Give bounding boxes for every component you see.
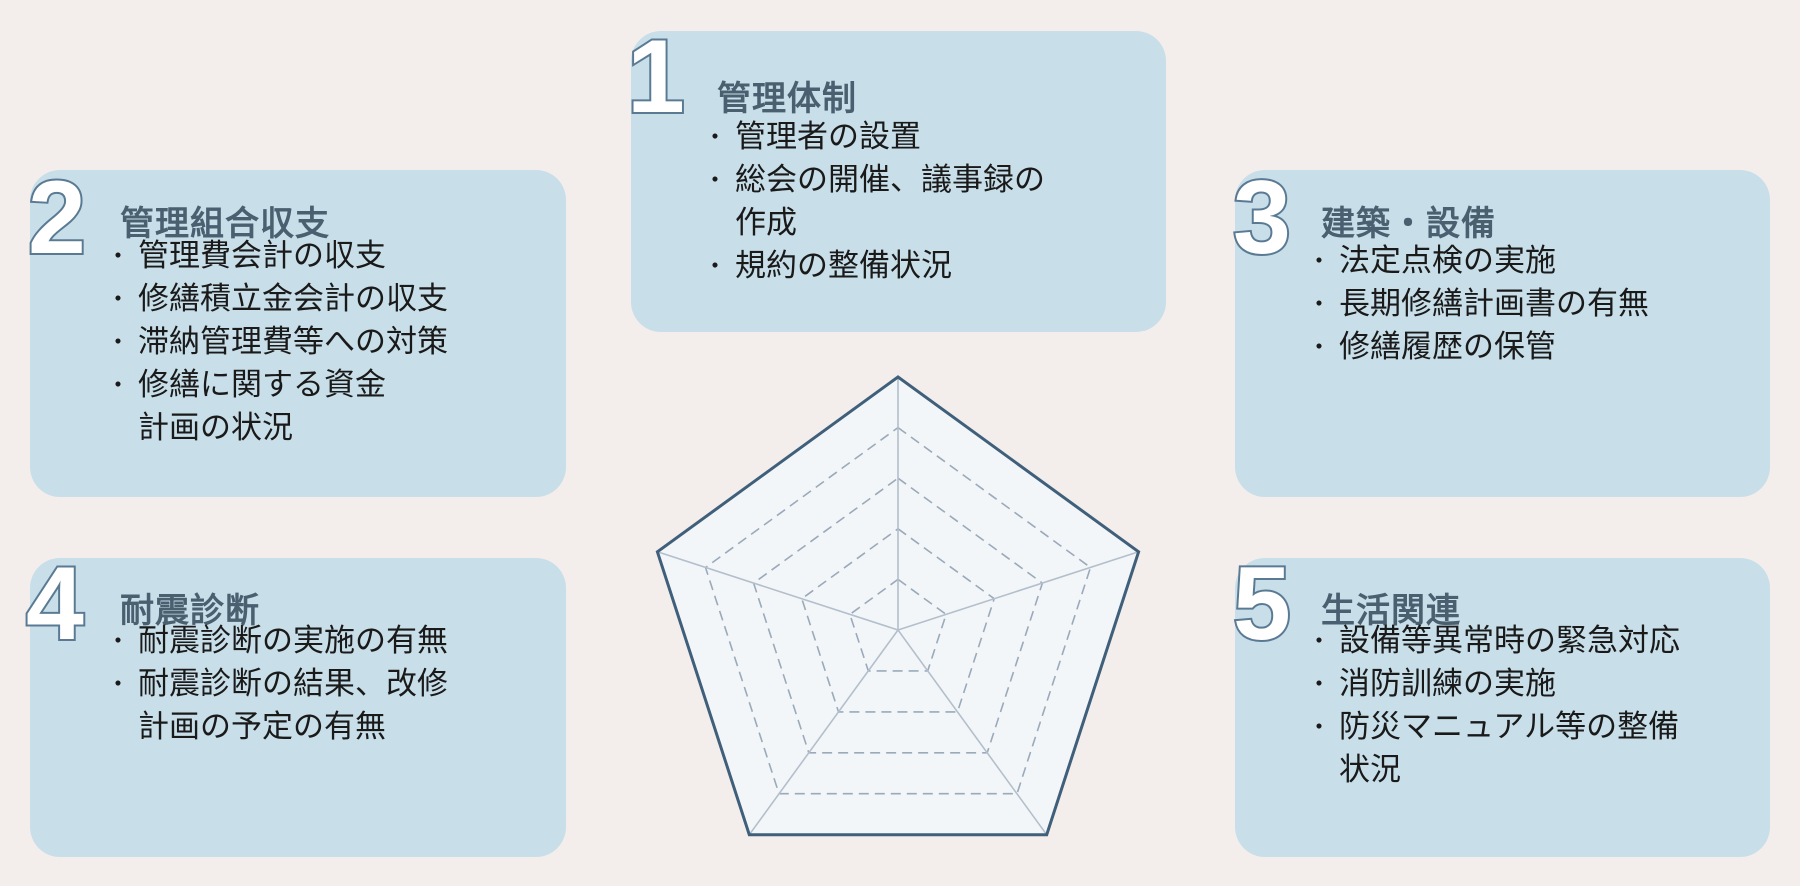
- list-item: 規約の整備状況: [703, 245, 1045, 288]
- radar-grid-ring: [848, 578, 948, 672]
- category-item-list: 設備等異常時の緊急対応 消防訓練の実施 防災マニュアル等の整備 状況: [1307, 620, 1680, 792]
- radar-border-line: [655, 375, 1141, 837]
- category-title: 管理体制: [717, 79, 857, 119]
- list-item: 防災マニュアル等の整備 状況: [1307, 706, 1680, 792]
- radar-axis-line: [748, 629, 899, 836]
- list-item: 設備等異常時の緊急対応: [1307, 620, 1680, 663]
- category-item-list: 管理費会計の収支 修繕積立金会計の収支 滞納管理費等への対策 修繕に関する資金 …: [106, 235, 448, 450]
- list-item: 管理者の設置: [703, 116, 1045, 159]
- category-card-building-facilities: 3 建築・設備 法定点検の実施 長期修繕計画書の有無 修繕履歴の保管: [1231, 164, 1770, 497]
- radar-axis-line: [897, 551, 1139, 631]
- radar-grid-ring: [752, 477, 1044, 754]
- category-number-5: 5: [1231, 546, 1293, 662]
- category-card-seismic-diagnosis: 4 耐震診断 耐震診断の実施の有無 耐震診断の結果、改修 計画の予定の有無: [24, 550, 566, 857]
- list-item: 管理費会計の収支: [106, 235, 448, 278]
- category-item-list: 耐震診断の実施の有無 耐震診断の結果、改修 計画の予定の有無: [106, 620, 448, 749]
- category-card-association-finances: 2 管理組合収支 管理費会計の収支 修繕積立金会計の収支 滞納管理費等への対策 …: [26, 164, 566, 497]
- list-item: 耐震診断の結果、改修 計画の予定の有無: [106, 663, 448, 749]
- list-item: 修繕に関する資金 計画の状況: [106, 364, 448, 450]
- list-item: 消防訓練の実施: [1307, 663, 1680, 706]
- list-item: 修繕履歴の保管: [1307, 326, 1649, 369]
- list-item: 長期修繕計画書の有無: [1307, 283, 1649, 326]
- list-item: 総会の開催、議事録の 作成: [703, 159, 1045, 245]
- category-number-3: 3: [1231, 160, 1293, 276]
- radar-grid-rings: [704, 426, 1092, 795]
- category-card-daily-life: 5 生活関連 設備等異常時の緊急対応 消防訓練の実施 防災マニュアル等の整備 状…: [1231, 550, 1770, 857]
- radar-grid-ring: [800, 527, 996, 713]
- radar-axis-lines: [657, 377, 1139, 836]
- radar-axis-line: [897, 629, 1048, 836]
- radar-grid-ring: [704, 426, 1092, 795]
- category-number-1: 1: [625, 19, 687, 135]
- radar-outer-border: [655, 375, 1141, 837]
- list-item: 滞納管理費等への対策: [106, 321, 448, 364]
- radar-chart-pentagon: [655, 375, 1141, 837]
- list-item: 修繕積立金会計の収支: [106, 278, 448, 321]
- category-card-management-structure: 1 管理体制 管理者の設置 総会の開催、議事録の 作成 規約の整備状況: [625, 23, 1166, 332]
- radar-axis-line: [657, 551, 899, 631]
- category-title: 建築・設備: [1321, 204, 1496, 244]
- category-number-4: 4: [24, 546, 86, 662]
- category-number-2: 2: [26, 160, 88, 276]
- list-item: 耐震診断の実施の有無: [106, 620, 448, 663]
- category-item-list: 管理者の設置 総会の開催、議事録の 作成 規約の整備状況: [703, 116, 1045, 288]
- category-item-list: 法定点検の実施 長期修繕計画書の有無 修繕履歴の保管: [1307, 240, 1649, 369]
- list-item: 法定点検の実施: [1307, 240, 1649, 283]
